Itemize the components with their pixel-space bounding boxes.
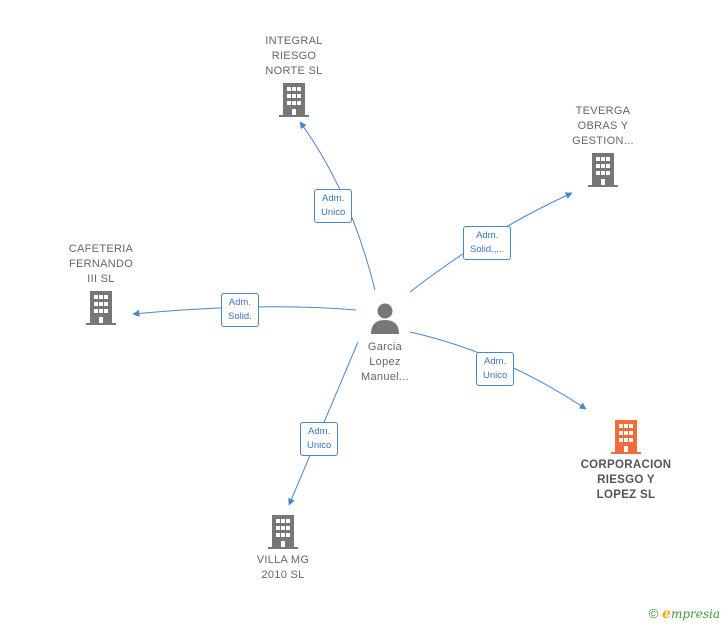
role-badge-villa[interactable]: Adm. Unico [300, 422, 339, 456]
footer-brand[interactable]: © empresia [649, 606, 720, 622]
building-icon [268, 515, 298, 549]
company-name: CORPORACION RIESGO Y LOPEZ SL [580, 459, 672, 501]
person-icon [371, 303, 399, 334]
company-name: TEVERGA OBRAS Y GESTION... [572, 105, 634, 147]
role-badge-teverga[interactable]: Adm. Solid.,... [463, 226, 512, 260]
company-name: CAFETERIA FERNANDO III SL [68, 243, 134, 285]
copyright-icon: © [648, 606, 659, 621]
company-name: VILLA MG 2010 SL [256, 554, 310, 581]
building-icon [611, 420, 641, 454]
role-badge-integral[interactable]: Adm. Unico [314, 189, 353, 223]
company-node-cafeteria[interactable]: CAFETERIA FERNANDO III SL [51, 242, 151, 325]
building-icon [279, 83, 309, 117]
company-node-integral[interactable]: INTEGRAL RIESGO NORTE SL [244, 34, 344, 117]
company-name: INTEGRAL RIESGO NORTE SL [265, 35, 323, 77]
role-badge-cafeteria[interactable]: Adm. Solid. [221, 293, 259, 327]
building-icon [588, 153, 618, 187]
brand-logo: empresia [662, 606, 720, 622]
person-name: Garcia Lopez Manuel... [361, 341, 409, 383]
company-node-teverga[interactable]: TEVERGA OBRAS Y GESTION... [553, 104, 653, 187]
edge-to-villa [288, 341, 359, 506]
company-node-villa[interactable]: VILLA MG 2010 SL [233, 515, 333, 583]
company-node-corporacion[interactable]: CORPORACION RIESGO Y LOPEZ SL [566, 420, 686, 503]
role-badge-corporacion[interactable]: Adm. Unico [476, 352, 515, 386]
building-icon [86, 291, 116, 325]
person-node[interactable]: Garcia Lopez Manuel... [345, 302, 425, 385]
